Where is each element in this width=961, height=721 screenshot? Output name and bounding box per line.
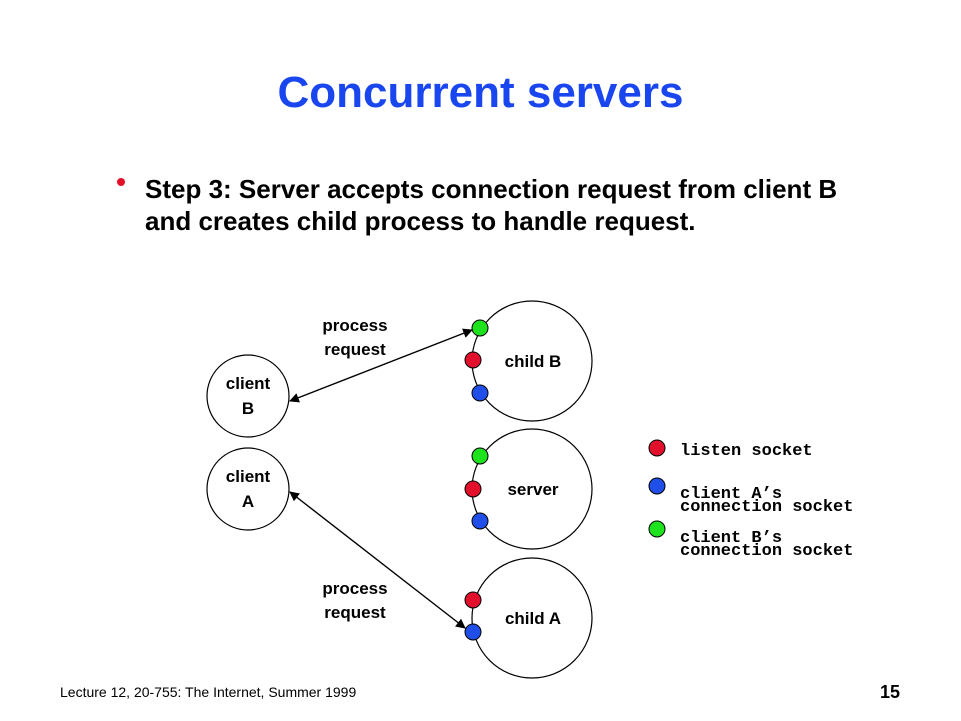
child-a-label: child A xyxy=(505,609,561,628)
child-a-node xyxy=(471,557,593,679)
listen-socket-icon xyxy=(464,591,482,609)
slide-title: Concurrent servers xyxy=(277,68,684,117)
legend-client-a-socket-icon xyxy=(648,477,666,495)
child-b-label: child B xyxy=(505,352,562,371)
bottom-arrow-label-line2: request xyxy=(324,603,386,622)
client-b-label-line2: B xyxy=(242,399,254,418)
top-arrow-label-line1: process xyxy=(322,316,387,335)
client-a-label-line1: client xyxy=(226,467,271,486)
client-a-label-line2: A xyxy=(242,492,254,511)
server-label: server xyxy=(507,480,558,499)
legend-listen-socket-icon xyxy=(648,439,666,457)
client-a-connection-arrow xyxy=(289,491,466,629)
listen-socket-icon xyxy=(464,351,482,369)
bullet-icon xyxy=(117,178,125,186)
footer-course-info: Lecture 12, 20-755: The Internet, Summer… xyxy=(60,684,357,700)
legend-client-b-label-line2: connection socket xyxy=(680,542,853,561)
client-b-node xyxy=(206,354,290,438)
client-b-socket-icon xyxy=(471,319,489,337)
client-a-socket-icon xyxy=(471,512,489,530)
bullet-text: Step 3: Server accepts connection reques… xyxy=(145,174,838,236)
client-b-connection-arrow xyxy=(289,328,473,403)
legend-client-a-label-line2: connection socket xyxy=(680,498,853,517)
client-b-socket-icon xyxy=(471,447,489,465)
bottom-arrow-label-line1: process xyxy=(322,579,387,598)
legend-client-b-socket-icon xyxy=(648,520,666,538)
legend-client-b-label-line1: client B’s xyxy=(680,529,782,548)
legend-listen-label: listen socket xyxy=(680,442,813,461)
client-a-node xyxy=(206,447,290,531)
listen-socket-icon xyxy=(464,480,482,498)
legend-client-a-label-line1: client A’s xyxy=(680,485,782,504)
top-arrow-label-line2: request xyxy=(324,340,386,359)
page-number: 15 xyxy=(880,682,901,702)
client-a-socket-icon xyxy=(464,623,482,641)
client-a-socket-icon xyxy=(471,384,489,402)
client-b-label-line1: client xyxy=(226,374,271,393)
